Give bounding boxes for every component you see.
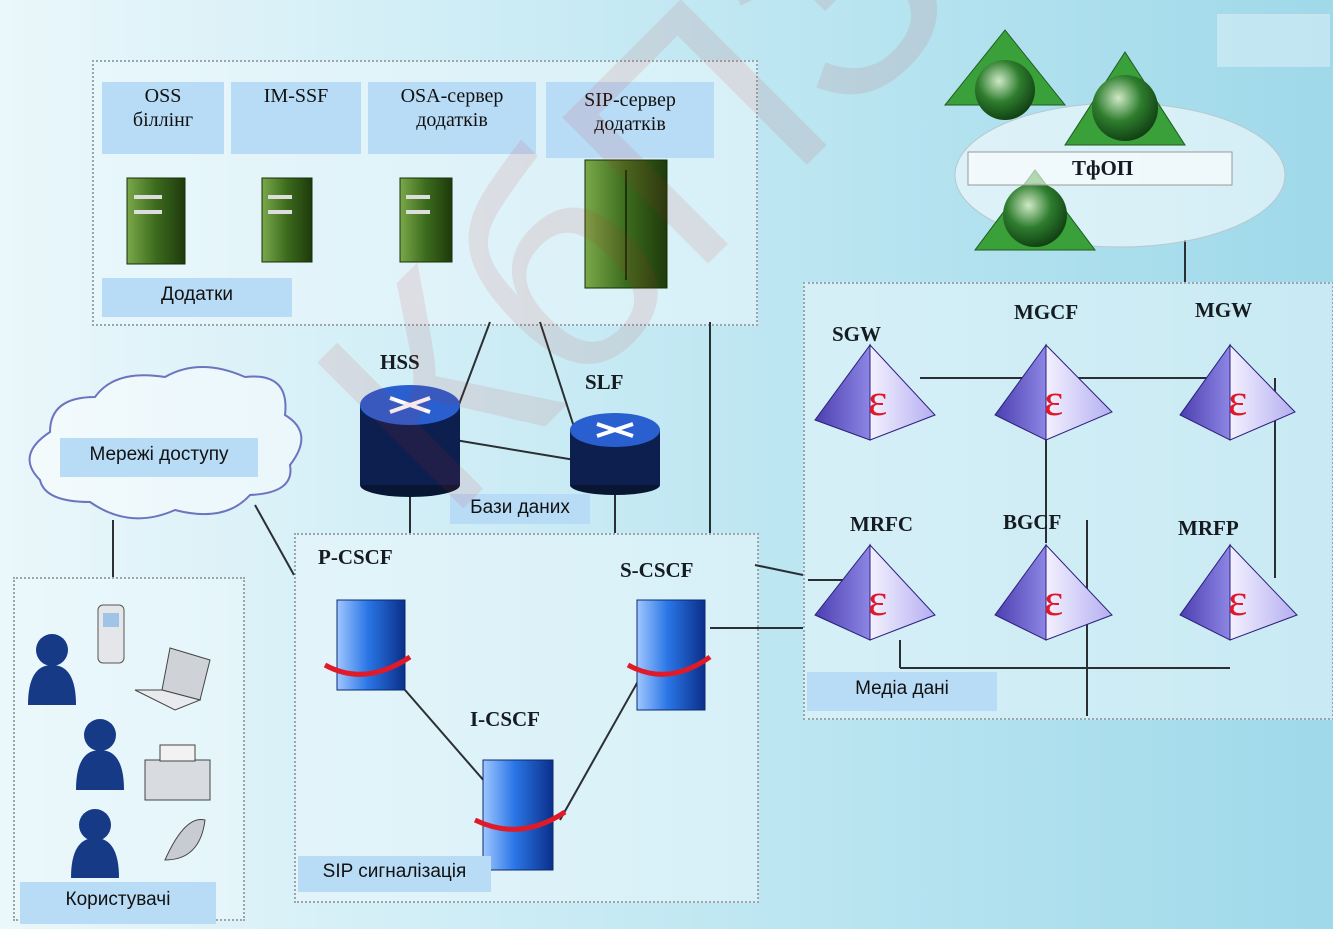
label-s-cscf: S-CSCF <box>620 558 694 582</box>
svg-text:ε: ε <box>868 374 887 425</box>
sip-app-server-icon <box>584 159 668 289</box>
label-slf: SLF <box>585 370 624 394</box>
svg-text:ε: ε <box>868 574 887 625</box>
users-icons <box>28 634 124 878</box>
pstn-cloud <box>943 29 1286 251</box>
media-panel <box>803 282 1333 720</box>
oss-server-icon <box>126 177 186 265</box>
label-mgcf: MGCF <box>1014 300 1079 324</box>
pstn-switch-icon <box>1064 51 1186 146</box>
fax-icon <box>144 744 211 801</box>
label-i-cscf: I-CSCF <box>470 707 541 731</box>
label-access-networks: Мережі доступу <box>60 438 258 477</box>
svg-text:ε: ε <box>1044 574 1063 625</box>
label-pstn: ТфОП <box>1072 156 1134 180</box>
label-p-cscf: P-CSCF <box>318 545 393 569</box>
hss-database-icon <box>360 385 460 497</box>
label-databases-group: Бази даних <box>450 494 590 524</box>
pstn-switch-icon <box>974 169 1096 251</box>
osa-server-icon <box>399 177 453 263</box>
icscf-server-icon <box>473 759 567 871</box>
user-icon <box>28 634 76 705</box>
sgw-pyramid-icon: ε <box>814 343 936 441</box>
user-icon <box>76 719 124 790</box>
label-mrfp: MRFP <box>1178 516 1239 540</box>
label-media-group: Медіа дані <box>807 672 997 711</box>
mobile-phone-icon <box>97 604 125 664</box>
label-applications-group: Додатки <box>102 278 292 317</box>
svg-text:ε: ε <box>1228 574 1247 625</box>
label-osa-server: OSA-сервер додатків <box>368 82 536 154</box>
svg-text:ε: ε <box>1228 374 1247 425</box>
svg-text:ε: ε <box>1044 374 1063 425</box>
laptop-icon <box>134 647 211 711</box>
label-mgw: MGW <box>1195 298 1253 322</box>
pstn-switch-icon <box>943 29 1067 120</box>
user-icon <box>71 809 119 878</box>
label-mrfc: MRFC <box>850 512 913 536</box>
scscf-server-icon <box>626 599 712 711</box>
label-sgw: SGW <box>832 322 882 346</box>
corner-box <box>1217 14 1330 67</box>
slf-database-icon <box>570 413 660 495</box>
mgw-pyramid-icon: ε <box>1179 343 1296 441</box>
label-users-group: Користувачі <box>20 882 216 924</box>
label-sip-app-server: SIP-сервер додатків <box>546 82 714 158</box>
connector-lines <box>112 240 1276 821</box>
bgcf-pyramid-icon: ε <box>994 543 1113 641</box>
pcscf-server-icon <box>323 599 412 691</box>
label-hss: HSS <box>380 350 420 374</box>
imssf-server-icon <box>261 177 313 263</box>
mrfp-pyramid-icon: ε <box>1179 543 1298 641</box>
mgcf-pyramid-icon: ε <box>994 343 1113 441</box>
label-bgcf: BGCF <box>1003 510 1062 534</box>
label-sip-signaling-group: SIP сигналізація <box>298 856 491 892</box>
mrfc-pyramid-icon: ε <box>814 543 936 641</box>
label-im-ssf: IM-SSF <box>231 82 361 154</box>
label-oss-billing: OSS біллінг <box>102 82 224 154</box>
handset-icon <box>164 819 206 861</box>
